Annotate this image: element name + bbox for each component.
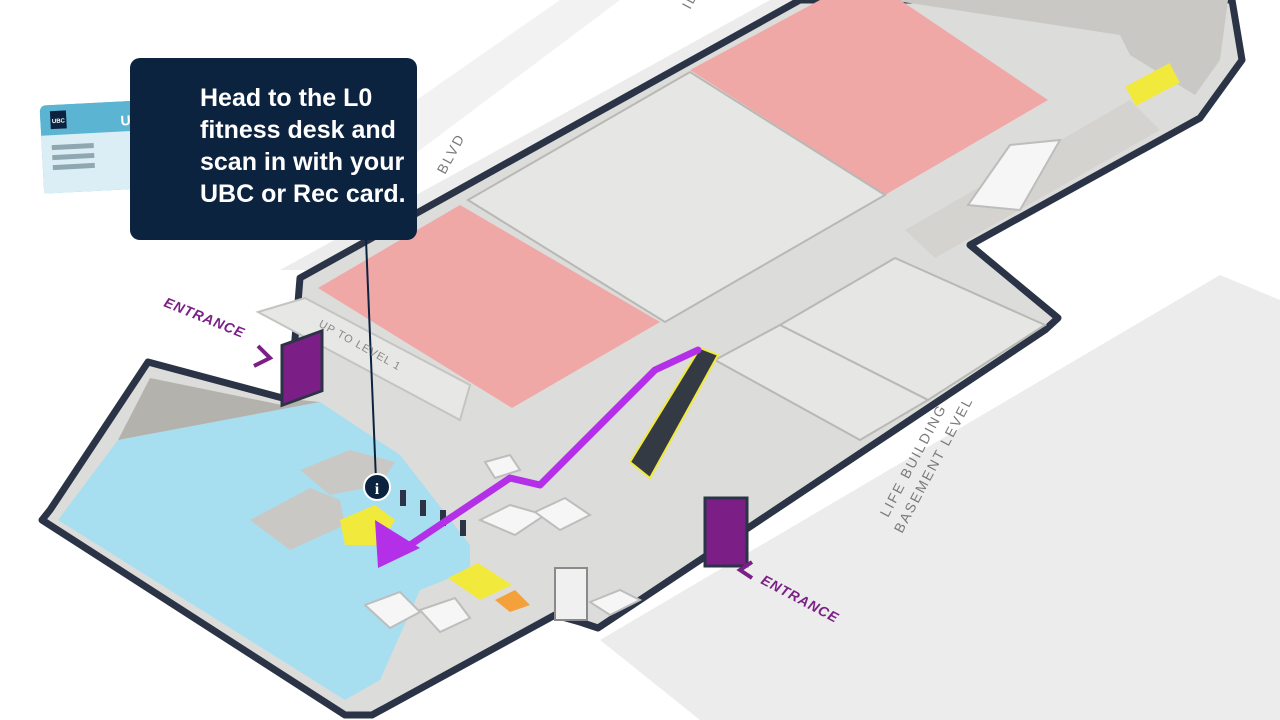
stair-bottom-2 <box>418 596 472 634</box>
callout-line-2: fitness desk and <box>200 116 396 144</box>
orange-room <box>495 590 530 612</box>
turnstiles <box>400 490 466 536</box>
room-large-mid <box>466 70 887 324</box>
ubc-logo-text: UBC <box>52 118 66 125</box>
entrance-door-right <box>703 496 749 568</box>
yellow-room-top <box>1125 63 1180 107</box>
stair-top-right <box>966 138 1062 212</box>
ramp <box>255 296 472 422</box>
info-marker-label: i <box>375 481 380 498</box>
callout-line-3: scan in with your <box>200 148 405 176</box>
callout-line-1: Head to the L0 <box>200 84 373 112</box>
building-top-label: ILDING <box>679 0 721 11</box>
stair-lobby-3 <box>483 453 522 480</box>
street-band-right <box>600 275 1280 720</box>
entrance-label-left: ENTRANCE <box>162 294 248 341</box>
ubc-logo <box>49 110 67 130</box>
callout-line-4: UBC or Rec card. <box>200 180 406 208</box>
changing-room <box>250 488 345 550</box>
stair-bottom <box>363 590 422 630</box>
glass-door-bottom <box>554 567 588 621</box>
callout-leader <box>365 239 377 481</box>
entrance-door-left <box>280 328 324 408</box>
room-pink-left <box>318 205 660 408</box>
dark-bench <box>628 346 720 480</box>
instruction-callout: Head to the L0 fitness desk and scan in … <box>130 58 417 240</box>
pool-deck <box>118 378 320 440</box>
info-marker <box>363 473 391 501</box>
stair-lobby-2 <box>533 496 592 532</box>
entrance-chevron-left-icon <box>253 344 274 368</box>
room-pink-top <box>690 0 1048 195</box>
room-top-right <box>890 0 1228 95</box>
route-arrowhead <box>375 520 420 568</box>
room-right-2 <box>712 323 931 442</box>
entrance-chevron-right-icon <box>736 560 754 580</box>
stair-lower-right <box>587 588 643 617</box>
yellow-room-bottom <box>448 563 512 600</box>
